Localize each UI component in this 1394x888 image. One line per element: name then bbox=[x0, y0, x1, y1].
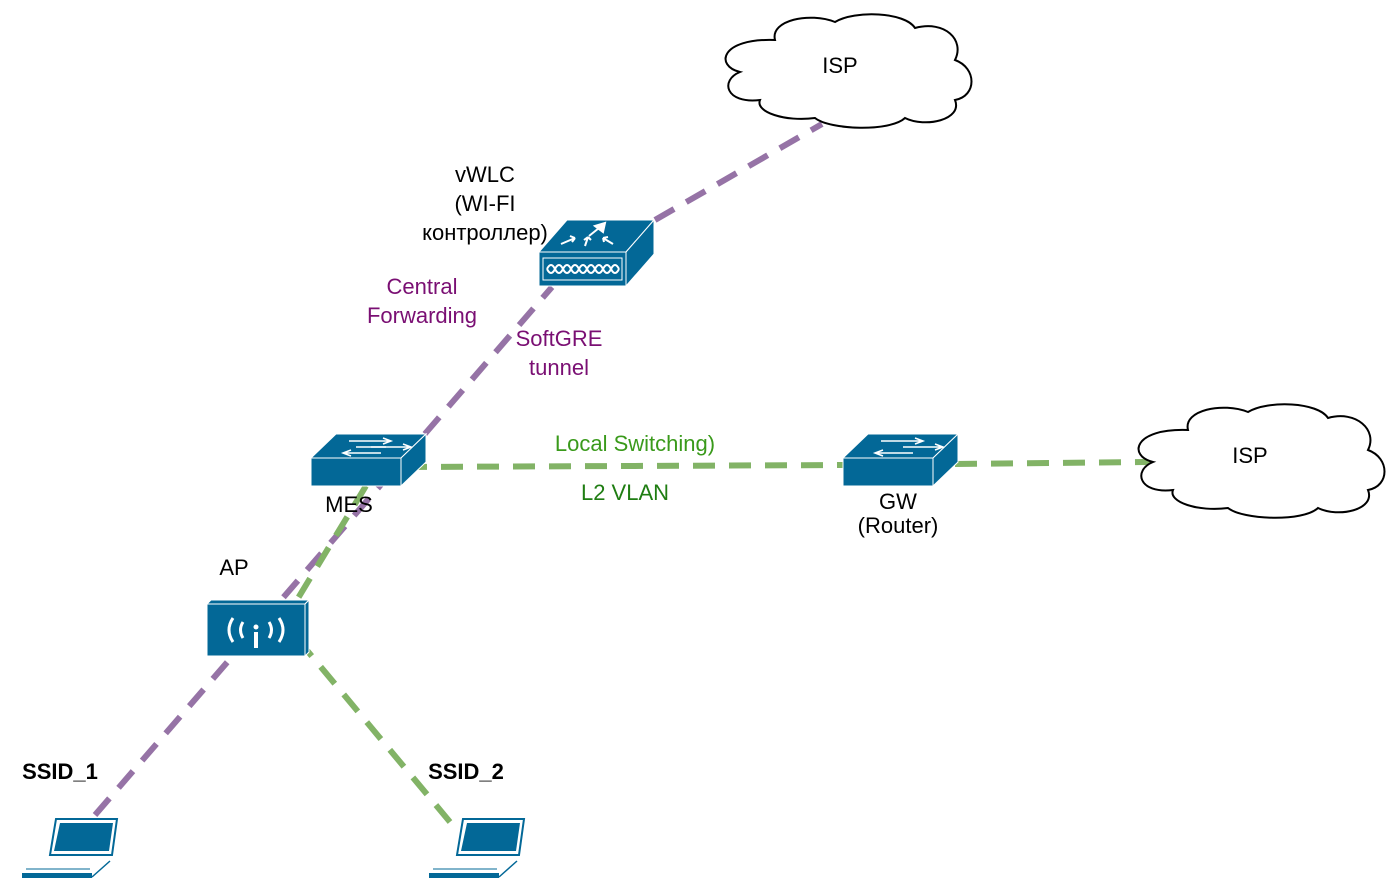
vwlc-label-line-3: контроллер) bbox=[422, 220, 548, 245]
gw-label-line-2: (Router) bbox=[857, 513, 939, 538]
central-forwarding-label: Central Forwarding bbox=[352, 272, 492, 330]
cloud-icon bbox=[1137, 403, 1386, 519]
softgre-line-1: SoftGRE bbox=[515, 326, 603, 351]
gw-label: GW (Router) bbox=[838, 490, 958, 538]
laptop-icon bbox=[20, 818, 119, 878]
gw-label-line-1: GW bbox=[879, 489, 917, 514]
ssid2-label: SSID_2 bbox=[428, 759, 504, 784]
link-central-laptop1-to-vwlc[interactable] bbox=[92, 285, 555, 817]
vwlc-label: vWLC (WI-FI контроллер) bbox=[405, 160, 565, 247]
access-point[interactable] bbox=[205, 598, 311, 658]
link-central-vwlc-to-isp[interactable] bbox=[653, 121, 824, 223]
switch-icon bbox=[309, 432, 428, 488]
mes-switch[interactable] bbox=[309, 432, 428, 488]
laptop-ssid1[interactable] bbox=[20, 818, 119, 878]
softgre-line-2: tunnel bbox=[529, 355, 589, 380]
link-local-gw-to-isp[interactable] bbox=[954, 459, 1151, 467]
isp-top-label: ISP bbox=[822, 53, 858, 78]
gw-router[interactable] bbox=[841, 432, 960, 488]
vwlc-label-line-1: vWLC bbox=[455, 162, 515, 187]
laptop-ssid2[interactable] bbox=[429, 818, 526, 878]
switch-icon bbox=[841, 432, 960, 488]
vwlc-device[interactable] bbox=[537, 218, 656, 288]
ssid1-label: SSID_1 bbox=[22, 759, 98, 784]
wireless-controller-icon bbox=[537, 218, 656, 288]
isp-cloud-right[interactable] bbox=[1137, 403, 1386, 519]
softgre-tunnel-label: SoftGRE tunnel bbox=[500, 324, 618, 382]
mes-label: MES bbox=[325, 492, 373, 517]
central-forwarding-line-1: Central bbox=[386, 274, 458, 299]
isp-right-label: ISP bbox=[1232, 443, 1268, 468]
ap-label: AP bbox=[219, 555, 249, 580]
link-local-mes-to-gw[interactable] bbox=[404, 462, 846, 470]
access-point-icon bbox=[205, 598, 311, 658]
central-forwarding-line-2: Forwarding bbox=[366, 303, 478, 328]
link-local-laptop2-to-ap[interactable] bbox=[297, 640, 453, 824]
local-switching-label: Local Switching) bbox=[554, 431, 716, 456]
laptop-icon bbox=[429, 818, 526, 878]
vwlc-label-line-2: (WI-FI bbox=[454, 191, 516, 216]
cloud-icon bbox=[724, 13, 973, 129]
isp-cloud-top[interactable] bbox=[724, 13, 973, 129]
l2-vlan-label: L2 VLAN bbox=[580, 480, 670, 505]
